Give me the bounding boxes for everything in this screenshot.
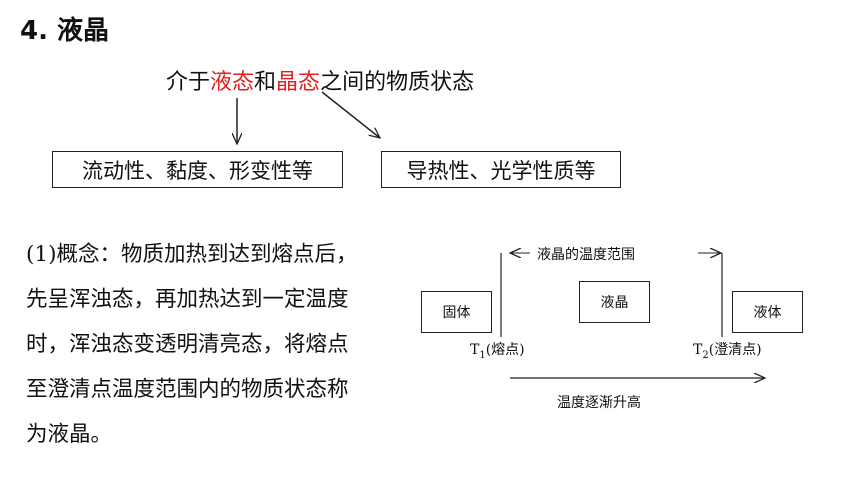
melting-point-label: T1(熔点) <box>470 342 525 361</box>
paragraph-line: (1)概念：物质加热到达到熔点后， <box>26 242 358 267</box>
paragraph-line: 为液晶。 <box>26 422 113 447</box>
headline-crystal-state: 晶态 <box>276 70 321 95</box>
headline-text-1: 介于 <box>166 70 211 95</box>
liquid-properties-box: 流动性、黏度、形变性等 <box>52 151 343 188</box>
range-label: 液晶的温度范围 <box>537 247 635 263</box>
paragraph-line: 至澄清点温度范围内的物质状态称 <box>26 377 349 402</box>
paragraph-line: 时，浑浊态变透明清亮态，将熔点 <box>26 332 349 357</box>
temperature-axis-label: 温度逐渐升高 <box>557 395 641 411</box>
definition-headline: 介于液态和晶态之间的物质状态 <box>166 64 474 96</box>
concept-paragraph: (1)概念：物质加热到达到熔点后， 先呈浑浊态，再加热达到一定温度 时，浑浊态变… <box>26 232 416 457</box>
solid-box: 固体 <box>421 291 492 333</box>
liquid-crystal-box: 液晶 <box>579 281 650 323</box>
headline-liquid-state: 液态 <box>210 70 255 95</box>
crystal-properties-box: 导热性、光学性质等 <box>381 151 621 188</box>
headline-text-3: 之间的物质状态 <box>320 70 475 95</box>
liquid-box: 液体 <box>732 291 803 333</box>
page-title: 4. 液晶 <box>20 16 110 46</box>
paragraph-line: 先呈浑浊态，再加热达到一定温度 <box>26 287 349 312</box>
arrow-diagonal-right <box>321 91 380 138</box>
headline-text-2: 和 <box>254 70 277 95</box>
clearing-point-label: T2(澄清点) <box>693 342 762 361</box>
